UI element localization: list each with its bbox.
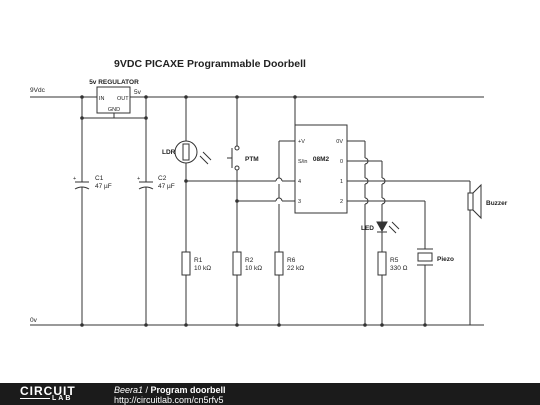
r5-value: 330 Ω — [390, 265, 408, 272]
footer-bar: CIRCUIT LAB Beera1 / Program doorbell ht… — [0, 383, 540, 405]
chip-pin-3: 3 — [298, 199, 301, 205]
r6-value: 22 kΩ — [287, 265, 304, 272]
resistor-r6: R6 22 kΩ — [274, 140, 304, 325]
piezo-label: Piezo — [437, 256, 454, 263]
logo-text-top: CIRCUIT — [20, 384, 76, 398]
voltage-regulator: 5v REGULATOR IN OUT GND — [82, 79, 146, 119]
credit-block: Beera1 / Program doorbell http://circuit… — [114, 385, 226, 405]
circuitlab-logo[interactable]: CIRCUIT LAB — [20, 384, 98, 404]
project-url[interactable]: http://circuitlab.com/cn5rfv5 — [114, 395, 224, 405]
supply-rail-label: 9Vdc — [30, 87, 46, 94]
chip-pin-vplus: +V — [298, 139, 305, 145]
supply-rail: 9Vdc — [30, 87, 97, 98]
piezo: Piezo — [417, 248, 454, 325]
diagram-title: 9VDC PICAXE Programmable Doorbell — [114, 58, 306, 70]
r2-ref: R2 — [245, 257, 254, 264]
ground-rail-label: 0v — [30, 317, 38, 324]
buzzer: Buzzer — [467, 180, 508, 325]
chip-pin-2: 2 — [340, 199, 343, 205]
logo-rule — [20, 398, 50, 399]
r1-value: 10 kΩ — [194, 265, 211, 272]
chip-pin-1: 1 — [340, 179, 343, 185]
chip-name: 08M2 — [313, 156, 330, 163]
r5-ref: R5 — [390, 257, 399, 264]
ground-rail: 0v — [30, 317, 484, 326]
chip-pin-0: 0 — [340, 159, 343, 165]
regulated-rail: 5v — [130, 89, 484, 98]
ptm-label: PTM — [245, 156, 259, 163]
c1-ref: C1 — [95, 175, 104, 182]
r2-value: 10 kΩ — [245, 265, 262, 272]
logo-text-bottom: LAB — [52, 395, 73, 402]
ldr-sensor: LDR R1 10 kΩ — [162, 97, 276, 325]
ptm-switch: PTM R2 10 kΩ — [227, 97, 276, 325]
capacitor-c1: + C1 47 µF — [73, 97, 112, 325]
buzzer-label: Buzzer — [486, 200, 508, 207]
author-link[interactable]: Beera1 — [114, 385, 144, 395]
regulated-rail-label: 5v — [134, 89, 142, 96]
capacitor-c2: + C2 47 µF — [137, 97, 175, 325]
regulator-label: 5v REGULATOR — [89, 79, 139, 86]
chip-pin-4: 4 — [298, 179, 301, 185]
junction-dots — [80, 95, 427, 327]
svg-text:+: + — [73, 176, 76, 182]
project-title[interactable]: Program doorbell — [150, 385, 226, 395]
led-label: LED — [361, 225, 374, 232]
r1-ref: R1 — [194, 257, 203, 264]
regulator-pin-gnd: GND — [108, 107, 120, 113]
c2-value: 47 µF — [158, 183, 175, 190]
regulator-pin-in: IN — [99, 96, 105, 102]
chip-pin-0v: 0V — [336, 139, 343, 145]
led: LED R5 330 Ω — [361, 221, 408, 325]
svg-text:+: + — [137, 176, 140, 182]
chip-pin-serial-in: S/in — [298, 159, 307, 165]
credit-separator: / — [143, 385, 151, 395]
regulator-pin-out: OUT — [117, 96, 129, 102]
ldr-label: LDR — [162, 149, 176, 156]
c1-value: 47 µF — [95, 183, 112, 190]
chip-output-wiring — [347, 140, 468, 325]
c2-ref: C2 — [158, 175, 167, 182]
schematic-diagram: 9VDC PICAXE Programmable Doorbell 9Vdc 5… — [30, 58, 508, 327]
r6-ref: R6 — [287, 257, 296, 264]
picaxe-chip: 08M2 +V S/in 4 3 0V 0 1 2 — [294, 97, 348, 214]
